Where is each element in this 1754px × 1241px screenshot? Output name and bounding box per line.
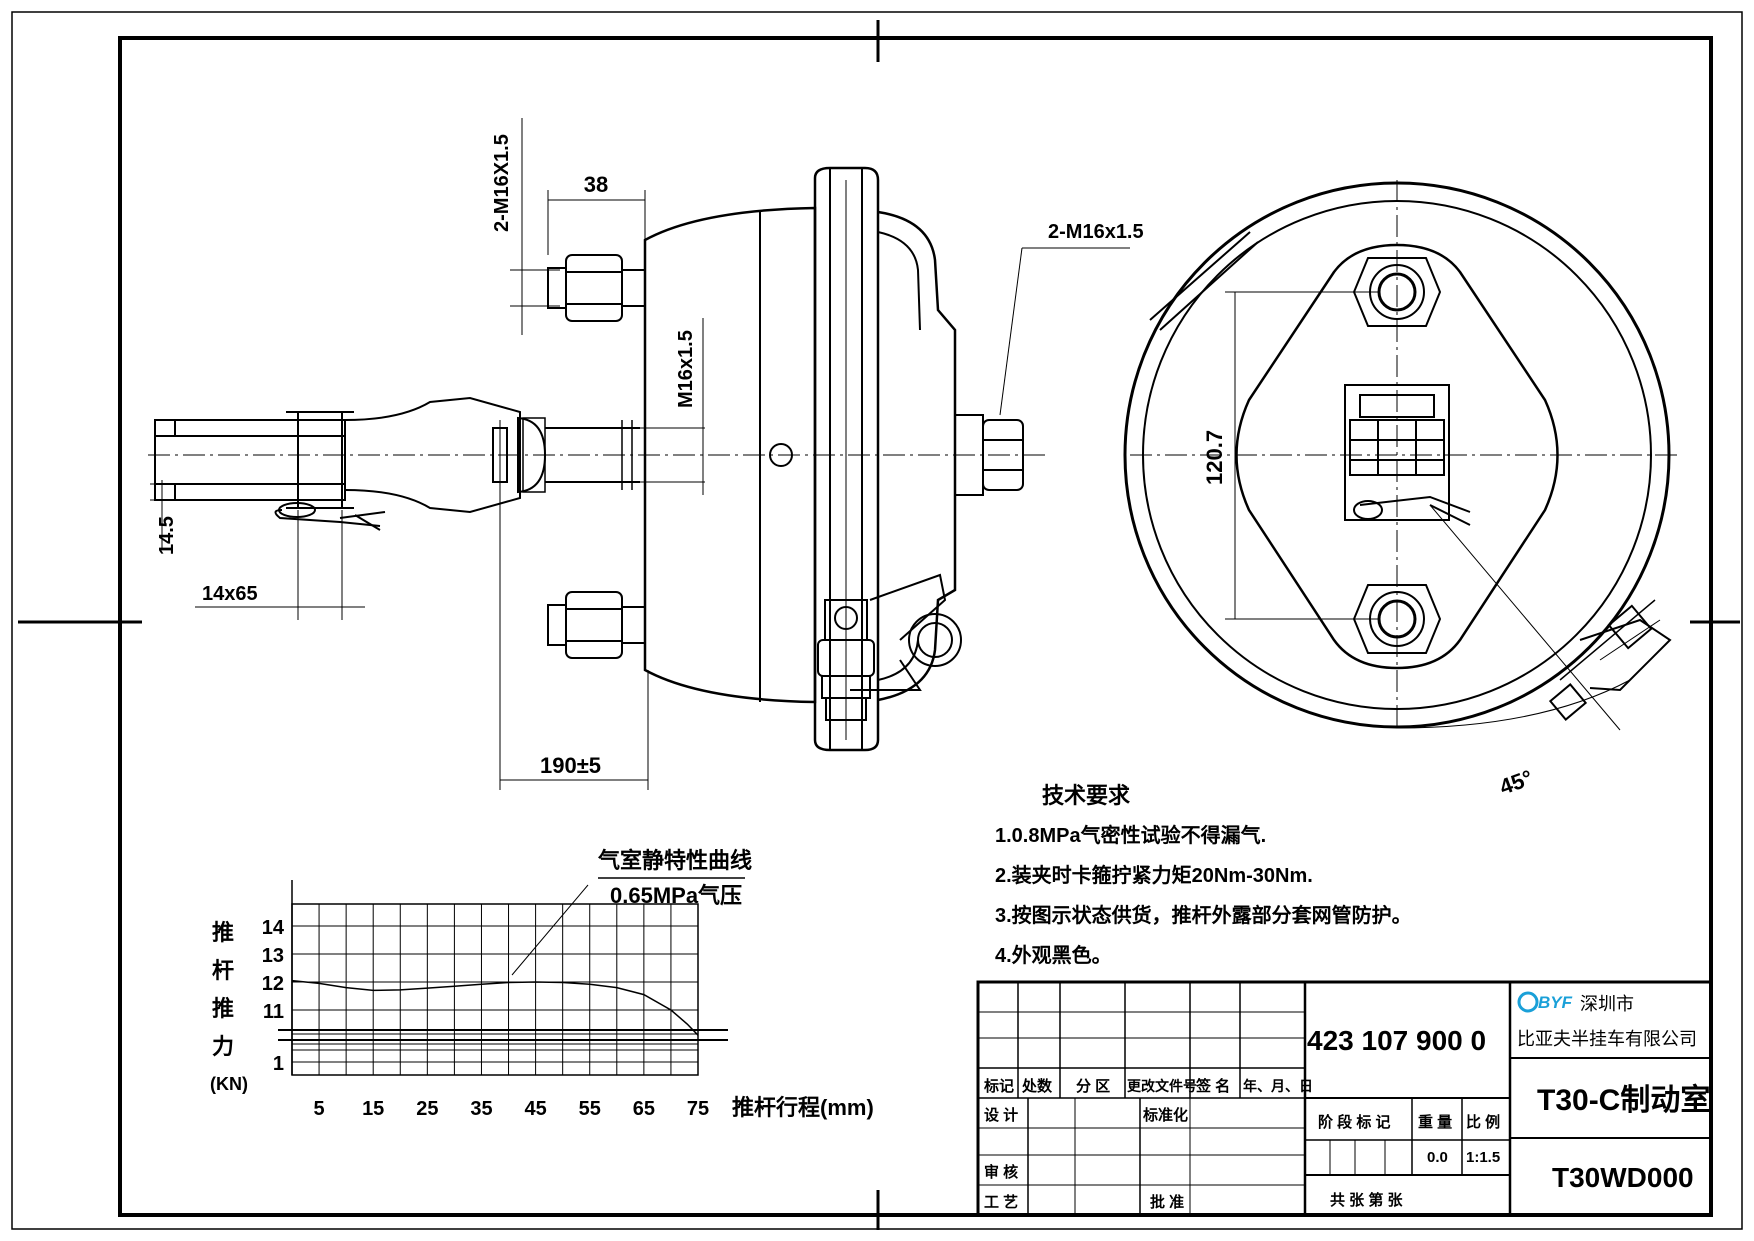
tb-header-mark: 标记 (983, 1077, 1014, 1095)
title-block (976, 980, 1713, 1217)
dim-lines-side (150, 118, 1130, 790)
tb-review: 审 核 (984, 1163, 1018, 1181)
x-tick-label: 15 (362, 1098, 384, 1120)
clevis-fork (154, 411, 354, 509)
title-block-text: 标记 处数 分 区 更改文件号 签 名 年、月、日 设 计 标准化 审 核 工 … (983, 991, 1710, 1211)
tb-process: 工 艺 (984, 1194, 1018, 1211)
dim-38: 38 (584, 172, 608, 197)
diamond-flange (1235, 243, 1559, 670)
dim-14x65: 14x65 (202, 583, 258, 605)
split-pin (274, 502, 386, 531)
tech-title: 技术要求 (1042, 783, 1130, 808)
tb-header-sign: 签 名 (1195, 1077, 1230, 1095)
y-tick-label: 14 (262, 917, 285, 939)
x-tick-label: 65 (633, 1098, 655, 1120)
tech-item-2: 2.装夹时卡箍拧紧力矩20Nm-30Nm. (995, 863, 1313, 887)
chart-title: 气室静特性曲线 (597, 848, 752, 873)
x-tick-label: 75 (687, 1098, 709, 1120)
technical-requirements: 技术要求 1.0.8MPa气密性试验不得漏气. 2.装夹时卡箍拧紧力矩20Nm-… (995, 783, 1412, 967)
dim-m16-middle: M16x1.5 (675, 330, 697, 408)
y-title-char-3: 推 (212, 996, 234, 1021)
tb-header-zone: 分 区 (1076, 1078, 1110, 1095)
chart-plot-frame (291, 903, 699, 1076)
y-title-char-4: 力 (212, 1034, 234, 1059)
push-rod (545, 420, 640, 490)
dim-190: 190±5 (540, 753, 601, 778)
inner-ring (1142, 200, 1652, 710)
x-tick-label: 45 (524, 1098, 546, 1120)
side-view (148, 118, 1130, 790)
chart-grid (278, 880, 728, 1076)
y-tick-label: 1 (273, 1053, 284, 1075)
front-view (1123, 180, 1680, 731)
tb-header-change: 更改文件号 (1127, 1078, 1197, 1094)
y-title-char-2: 杆 (212, 958, 234, 983)
x-axis-title: 推杆行程(mm) (732, 1095, 874, 1120)
dim-14-5: 14.5 (156, 516, 178, 555)
outer-ring (1123, 181, 1671, 729)
tb-scale: 1:1.5 (1466, 1149, 1500, 1166)
dim-m16-pair-vertical: 2-M16X1.5 (491, 134, 513, 232)
logo-mark-icon (1517, 991, 1539, 1013)
chamber-housing (643, 166, 1024, 752)
tech-item-4: 4.外观黑色。 (995, 943, 1112, 967)
drawing-frame (11, 11, 1743, 1230)
y-tick-label: 12 (262, 973, 284, 995)
x-tick-label: 55 (579, 1098, 601, 1120)
y-title-char-1: 推 (212, 920, 234, 945)
tb-company-city: 深圳市 (1580, 994, 1634, 1014)
tb-approve: 批 准 (1150, 1193, 1184, 1211)
logo-text: BYF (1538, 993, 1573, 1012)
tb-header-count: 处数 (1021, 1077, 1053, 1095)
dim-texts-side: 2-M16X1.5 38 2-M16x1.5 M16x1.5 14.5 14x6… (156, 134, 1144, 778)
x-tick-label: 25 (416, 1098, 438, 1120)
y-title-unit: (KN) (210, 1074, 248, 1094)
tb-scale-label: 比 例 (1466, 1113, 1500, 1131)
x-tick-label: 35 (470, 1098, 492, 1120)
series-line (291, 979, 699, 1036)
tb-sheets: 共 张 第 张 (1330, 1191, 1404, 1209)
tb-standardize: 标准化 (1142, 1106, 1188, 1124)
dim-120-7: 120.7 (1202, 430, 1227, 485)
stud-upper (547, 254, 645, 322)
dim-angle-45: 45° (1496, 765, 1536, 800)
y-axis-title: 推 杆 推 力 (KN) (210, 920, 248, 1094)
y-tick-label: 13 (262, 945, 284, 967)
x-tick-label: 5 (314, 1098, 325, 1120)
tb-code: 423 107 900 0 (1307, 1025, 1486, 1056)
tb-product: T30-C制动室 (1537, 1083, 1710, 1117)
center-clevis (1344, 384, 1471, 526)
tb-header-date: 年、月、日 (1243, 1078, 1313, 1094)
company-logo: BYF (1517, 991, 1573, 1013)
chart-series (291, 979, 699, 1036)
tb-weight-label: 重 量 (1418, 1113, 1452, 1131)
y-tick-label: 11 (263, 1001, 284, 1023)
stud-lower (547, 591, 645, 659)
tb-weight: 0.0 (1427, 1149, 1448, 1166)
tb-drawing-no: T30WD000 (1552, 1162, 1694, 1193)
tech-item-1: 1.0.8MPa气密性试验不得漏气. (995, 823, 1266, 847)
dim-m16-right: 2-M16x1.5 (1048, 221, 1144, 243)
tb-company-name: 比亚夫半挂车有限公司 (1517, 1029, 1697, 1049)
tb-design: 设 计 (984, 1106, 1018, 1124)
tb-stage: 阶 段 标 记 (1318, 1113, 1391, 1131)
tech-item-3: 3.按图示状态供货，推杆外露部分套网管防护。 (995, 903, 1412, 927)
